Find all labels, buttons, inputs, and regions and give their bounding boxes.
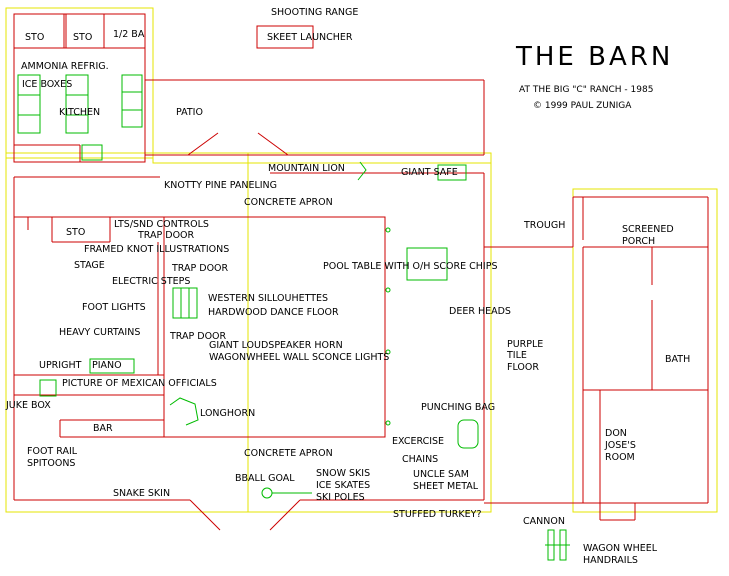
label-half-bath: 1/2 BA (113, 29, 145, 40)
label-stuffed-turkey: STUFFED TURKEY? (393, 509, 482, 520)
label-excercise: EXCERCISE (392, 436, 445, 447)
label-piano: PIANO (92, 360, 122, 371)
label-electric-steps: ELECTRIC STEPS (112, 276, 191, 287)
label-floor: FLOOR (507, 362, 539, 373)
pool-table (406, 247, 448, 281)
ice-box-left (17, 74, 41, 134)
label-longhorn: LONGHORN (200, 408, 256, 419)
piano-box (89, 358, 135, 374)
label-foot-rail: FOOT RAIL (27, 446, 78, 457)
label-trap-door-2: TRAP DOOR (172, 263, 229, 274)
label-pool-table: POOL TABLE WITH O/H SCORE CHIPS (323, 261, 498, 272)
label-room: ROOM (605, 452, 635, 463)
punching-bag-shape (457, 419, 479, 449)
label-sheet-metal: SHEET METAL (413, 481, 479, 492)
label-cannon: CANNON (523, 516, 565, 527)
label-lts-snd-controls: LTS/SND CONTROLS (114, 219, 209, 230)
label-patio: PATIO (176, 107, 203, 118)
label-punching-bag: PUNCHING BAG (421, 402, 496, 413)
label-mountain-lion: MOUNTAIN LION (268, 163, 345, 174)
label-framed-illustrations: FRAMED KNOT ILLUSTRATIONS (84, 244, 230, 255)
label-loudspeaker: GIANT LOUDSPEAKER HORN (209, 340, 343, 351)
label-jose: JOSE'S (605, 440, 636, 451)
label-ski-poles: SKI POLES (316, 492, 365, 503)
label-ice-boxes: ICE BOXES (22, 79, 73, 90)
label-skeet-launcher: SKEET LAUNCHER (267, 32, 353, 43)
label-concrete-apron-top: CONCRETE APRON (244, 197, 333, 208)
label-hardwood-floor: HARDWOOD DANCE FLOOR (208, 307, 339, 318)
label-stage: STAGE (74, 260, 105, 271)
skeet-launcher-box (256, 25, 314, 49)
fixtures (17, 74, 570, 561)
label-chains: CHAINS (402, 454, 439, 465)
label-kitchen: KITCHEN (59, 107, 101, 118)
label-don: DON (605, 428, 627, 439)
label-uncle-sam: UNCLE SAM (413, 469, 469, 480)
label-ice-skates: ICE SKATES (316, 480, 371, 491)
label-concrete-apron-bottom: CONCRETE APRON (244, 448, 333, 459)
label-juke-box: JUKE BOX (6, 400, 51, 411)
label-foot-lights: FOOT LIGHTS (82, 302, 146, 313)
label-western-silhouettes: WESTERN SILLOUHETTES (208, 293, 329, 304)
counter-unit (121, 74, 143, 128)
cannon-shape (545, 529, 570, 561)
copyright: © 1999 PAUL ZUNIGA (533, 101, 632, 111)
label-snow-skis: SNOW SKIS (316, 468, 371, 479)
label-bar: BAR (93, 423, 113, 434)
label-wagon-wheel: WAGON WHEEL (583, 543, 658, 554)
label-spitoons: SPITOONS (27, 458, 76, 469)
label-giant-safe: GIANT SAFE (401, 167, 458, 178)
label-heavy-curtains: HEAVY CURTAINS (59, 327, 141, 338)
longhorn-shape (169, 397, 199, 426)
label-trap-door-1: TRAP DOOR (138, 230, 195, 241)
label-handrails: HANDRAILS (583, 555, 638, 566)
label-snake-skin: SNAKE SKIN (113, 488, 171, 499)
electric-steps-box (172, 287, 198, 319)
label-sto-1: STO (25, 32, 45, 43)
page-title: THE BARN (516, 42, 674, 72)
giant-safe-box (437, 164, 467, 181)
label-porch: PORCH (622, 236, 656, 247)
label-screened: SCREENED (622, 224, 674, 235)
label-bath: BATH (665, 354, 691, 365)
label-wagonwheel-sconce: WAGONWHEEL WALL SCONCE LIGHTS (209, 352, 390, 363)
label-purple: PURPLE (507, 339, 544, 350)
label-ammonia-refrig: AMMONIA REFRIG. (21, 61, 109, 72)
label-mexican-officials: PICTURE OF MEXICAN OFFICIALS (62, 378, 217, 389)
label-bball-goal: BBALL GOAL (235, 473, 295, 484)
bball-goal-shape (261, 487, 273, 499)
label-deer-heads: DEER HEADS (449, 306, 511, 317)
label-shooting-range: SHOOTING RANGE (271, 7, 359, 18)
subtitle: AT THE BIG "C" RANCH - 1985 (519, 85, 654, 95)
interior-walls (13, 13, 709, 531)
juke-box-box (39, 379, 57, 397)
label-trough: TROUGH (524, 220, 566, 231)
label-trap-door-3: TRAP DOOR (170, 331, 227, 342)
ice-box-right (65, 74, 89, 134)
label-sto-3: STO (66, 227, 86, 238)
label-sto-2: STO (73, 32, 93, 43)
sconce-lights (385, 227, 391, 426)
label-tile: TILE (507, 350, 527, 361)
label-upright: UPRIGHT (39, 360, 82, 371)
label-knotty-pine: KNOTTY PINE PANELING (164, 180, 278, 191)
